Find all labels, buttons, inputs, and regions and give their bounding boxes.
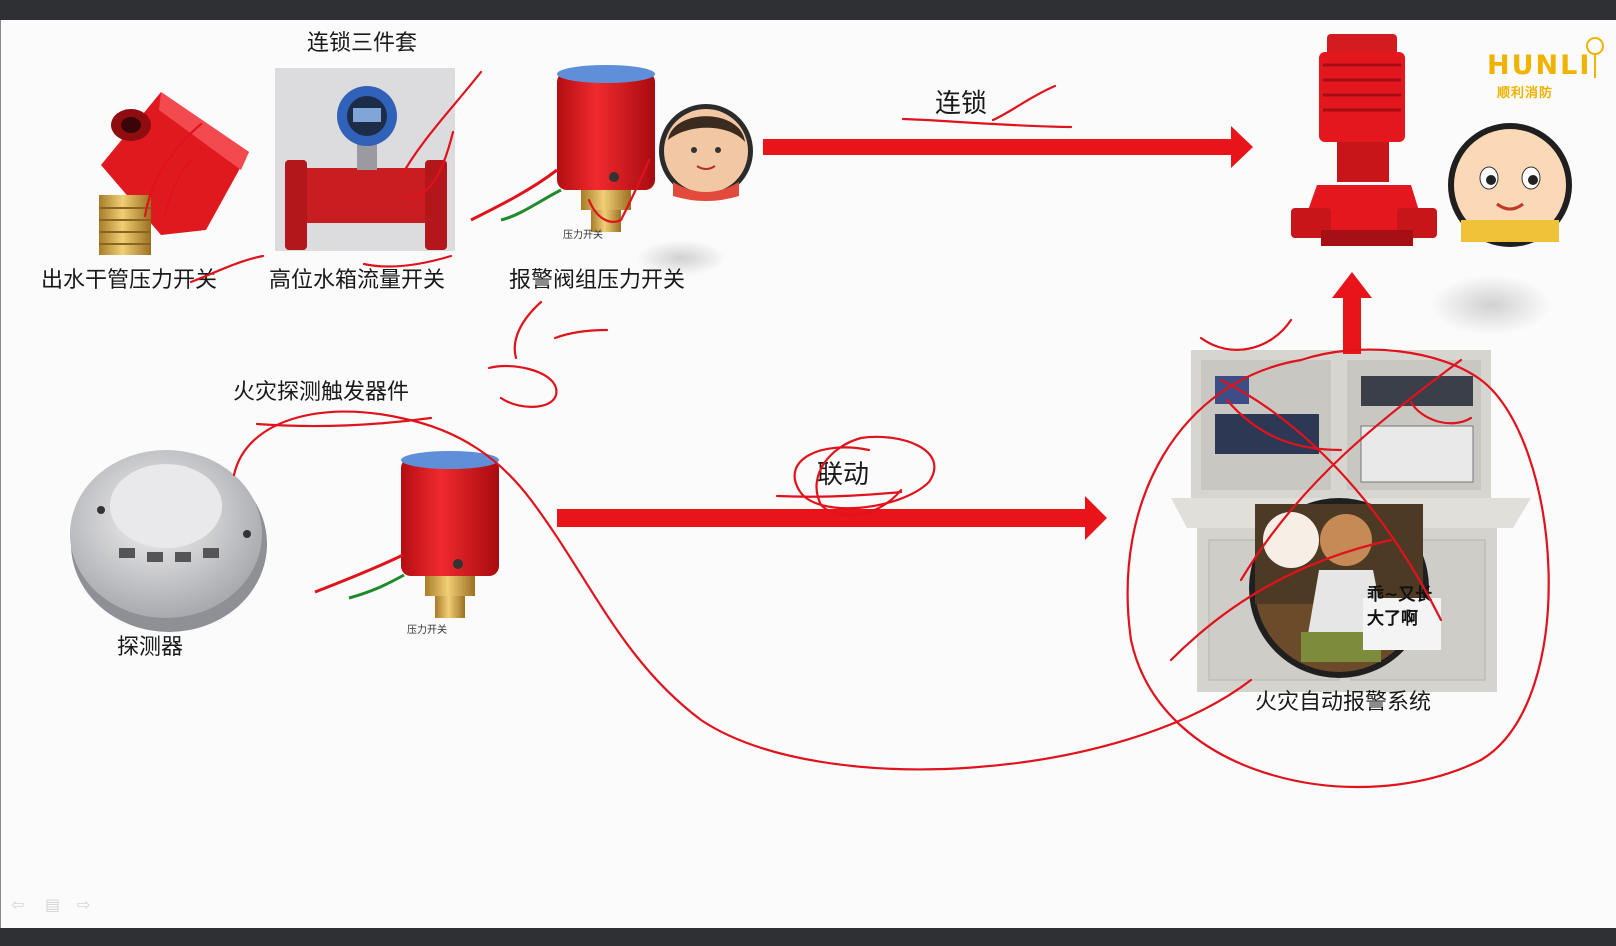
top-window-bar [0, 0, 1616, 20]
logo-tree-icon [1586, 37, 1604, 78]
mother-avatar-icon [659, 104, 753, 201]
interlock-group-title: 连锁三件套 [307, 31, 418, 56]
alarm-valve-pressure-switch-image [470, 65, 726, 276]
trigger-pressure-switch-image [314, 451, 499, 618]
interlock-arrow-label: 连锁 [935, 89, 988, 119]
cartoon-bubble-line2: 大了啊 [1367, 609, 1418, 629]
outlet-main-pressure-switch-label: 出水干管压力开关 [41, 268, 218, 293]
linkage-arrow [557, 496, 1107, 540]
linkage-arrow-label: 联动 [817, 460, 870, 490]
pen-annotations [143, 70, 1550, 789]
tank-flow-switch-label: 高位水箱流量开关 [269, 268, 446, 293]
flow-arrows [557, 126, 1372, 540]
pressure-switch-tag-top: 压力开关 [563, 230, 603, 241]
slide-illustrations [70, 34, 1551, 692]
pressure-switch-tag-bottom: 压力开关 [407, 625, 447, 636]
fire-alarm-system-label: 火灾自动报警系统 [1255, 690, 1432, 715]
cartoon-bubble-line1: 乖~又长 [1367, 585, 1433, 605]
bottom-window-bar [0, 928, 1616, 946]
arrow-right-icon[interactable]: ⇨ [77, 895, 91, 914]
menu-icon[interactable]: ▤ [45, 895, 61, 914]
arrow-left-icon[interactable]: ⇦ [11, 895, 25, 914]
hunli-logo-brand: HUNLI [1487, 50, 1592, 81]
alarm-valve-pressure-switch-label: 报警阀组压力开关 [509, 268, 686, 293]
presentation-slide: 连锁三件套 出水干管压力开关 高位水箱流量开关 报警阀组压力开关 压力开关 连锁… [0, 20, 1616, 928]
smoke-detector-image [70, 450, 267, 632]
interlock-arrow [763, 126, 1253, 168]
system-to-pump-arrow [1332, 272, 1372, 354]
fire-trigger-devices-title: 火灾探测触发器件 [233, 380, 410, 405]
fire-alarm-controller-image [1171, 350, 1531, 692]
cartoon-avatars [659, 104, 1572, 678]
hunli-logo-subtitle: 顺利消防 [1497, 86, 1554, 101]
baby-avatar-icon [1448, 123, 1572, 247]
outlet-pressure-switch-image [99, 92, 249, 255]
detector-label: 探测器 [117, 635, 184, 660]
tank-flow-switch-image [275, 68, 455, 251]
